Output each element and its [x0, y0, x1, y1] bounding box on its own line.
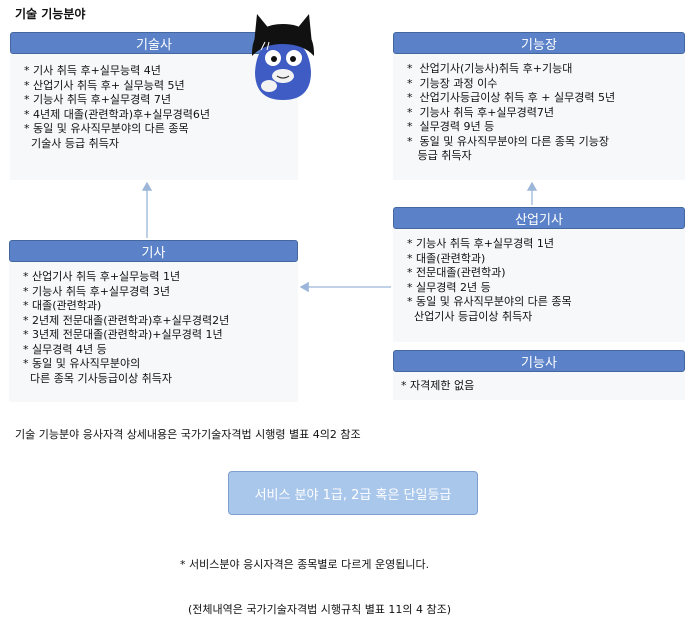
page-title: 기술 기능분야: [15, 7, 86, 21]
list-item: * 실무경력 9년 등: [407, 120, 495, 133]
service-note: * 서비스분야 응시자격은 종목별로 다르게 운영됩니다. (전체내역은 국가기…: [180, 527, 451, 632]
industrial-engineer-items: * 기능사 취득 후+실무경력 1년 * 대졸(관련학과) * 전문대졸(관련학…: [407, 237, 685, 324]
engineer-master-header: 기술사: [10, 32, 298, 54]
engineer-master-items: * 기사 취득 후+실무능력 4년 * 산업기사 취득 후+ 실무능력 5년 *…: [24, 64, 298, 151]
list-item: * 자격제한 없음: [401, 379, 475, 392]
list-item: 기술사 등급 취득자: [24, 136, 119, 150]
list-item: * 기능장 과정 이수: [407, 76, 498, 90]
list-item: * 2년제 전문대졸(관련학과)후+실무경력2년: [23, 313, 230, 327]
list-item: 등급 취득자: [407, 149, 472, 162]
craftsman-master-header: 기능장: [393, 32, 685, 54]
craftsman-box: * 자격제한 없음: [393, 370, 685, 400]
flow-arrows: [141, 181, 538, 293]
list-item: * 기능사 취득 후+실무경력 7년: [24, 93, 172, 106]
cat-mascot-icon: [251, 14, 315, 100]
list-item: * 실무경력 4년 등: [23, 342, 107, 356]
list-item: * 대졸(관련학과): [23, 299, 102, 312]
engineer-box: * 산업기사 취득 후+실무능력 1년 * 기능사 취득 후+실무경력 3년 *…: [9, 260, 298, 402]
list-item: 산업기사 등급이상 취득자: [407, 309, 533, 323]
craftsman-items: * 자격제한 없음: [401, 379, 685, 394]
list-item: * 기능사 취득 후+실무경력 1년: [407, 237, 555, 250]
list-item: * 동일 및 유사직무분야의: [23, 357, 141, 370]
engineer-items: * 산업기사 취득 후+실무능력 1년 * 기능사 취득 후+실무경력 3년 *…: [23, 270, 298, 386]
industrial-engineer-box: * 기능사 취득 후+실무경력 1년 * 대졸(관련학과) * 전문대졸(관련학…: [393, 227, 685, 342]
list-item: * 동일 및 유사직무분야의 다른 종목: [407, 295, 572, 308]
list-item: * 동일 및 유사직무분야의 다른 종목 기능장: [407, 134, 610, 148]
engineer-master-box: * 기사 취득 후+실무능력 4년 * 산업기사 취득 후+ 실무능력 5년 *…: [10, 52, 298, 180]
list-item: * 산업기사 취득 후+실무능력 1년: [23, 270, 181, 283]
service-category-box: 서비스 분야 1급, 2급 혹은 단일등급: [228, 471, 478, 515]
list-item: * 기사 취득 후+실무능력 4년: [24, 64, 161, 77]
list-item: 다른 종목 기사등급이상 취득자: [23, 371, 173, 385]
list-item: * 전문대졸(관련학과): [407, 266, 506, 279]
list-item: * 산업기사 취득 후+ 실무능력 5년: [24, 78, 185, 92]
industrial-engineer-header: 산업기사: [393, 207, 685, 229]
list-item: * 동일 및 유사직무분야의 다른 종목: [24, 122, 189, 135]
list-item: * 3년제 전문대졸(관련학과)+실무경력 1년: [23, 328, 223, 341]
list-item: * 4년제 대졸(관련학과)후+실무경력6년: [24, 107, 210, 121]
list-item: * 기능사 취득 후+실무경력7년: [407, 105, 555, 119]
service-note-line-2: (전체내역은 국가기술자격법 시행규칙 별표 11의 4 참조): [188, 603, 452, 616]
list-item: * 산업기사(기능사)취득 후+기능대: [407, 62, 573, 75]
list-item: * 대졸(관련학과): [407, 251, 486, 265]
craftsman-master-items: * 산업기사(기능사)취득 후+기능대 * 기능장 과정 이수 * 산업기사등급…: [407, 62, 685, 164]
service-note-line-1: * 서비스분야 응시자격은 종목별로 다르게 운영됩니다.: [180, 558, 430, 571]
list-item: * 산업기사등급이상 취득 후 + 실무경력 5년: [407, 91, 616, 104]
reference-note: 기술 기능분야 응사자격 상세내용은 국가기술자격법 시행령 별표 4의2 참조: [15, 428, 361, 441]
list-item: * 기능사 취득 후+실무경력 3년: [23, 284, 171, 298]
craftsman-master-box: * 산업기사(기능사)취득 후+기능대 * 기능장 과정 이수 * 산업기사등급…: [393, 52, 685, 180]
craftsman-header: 기능사: [393, 350, 685, 372]
engineer-header: 기사: [9, 240, 298, 262]
list-item: * 실무경력 2년 등: [407, 280, 491, 294]
